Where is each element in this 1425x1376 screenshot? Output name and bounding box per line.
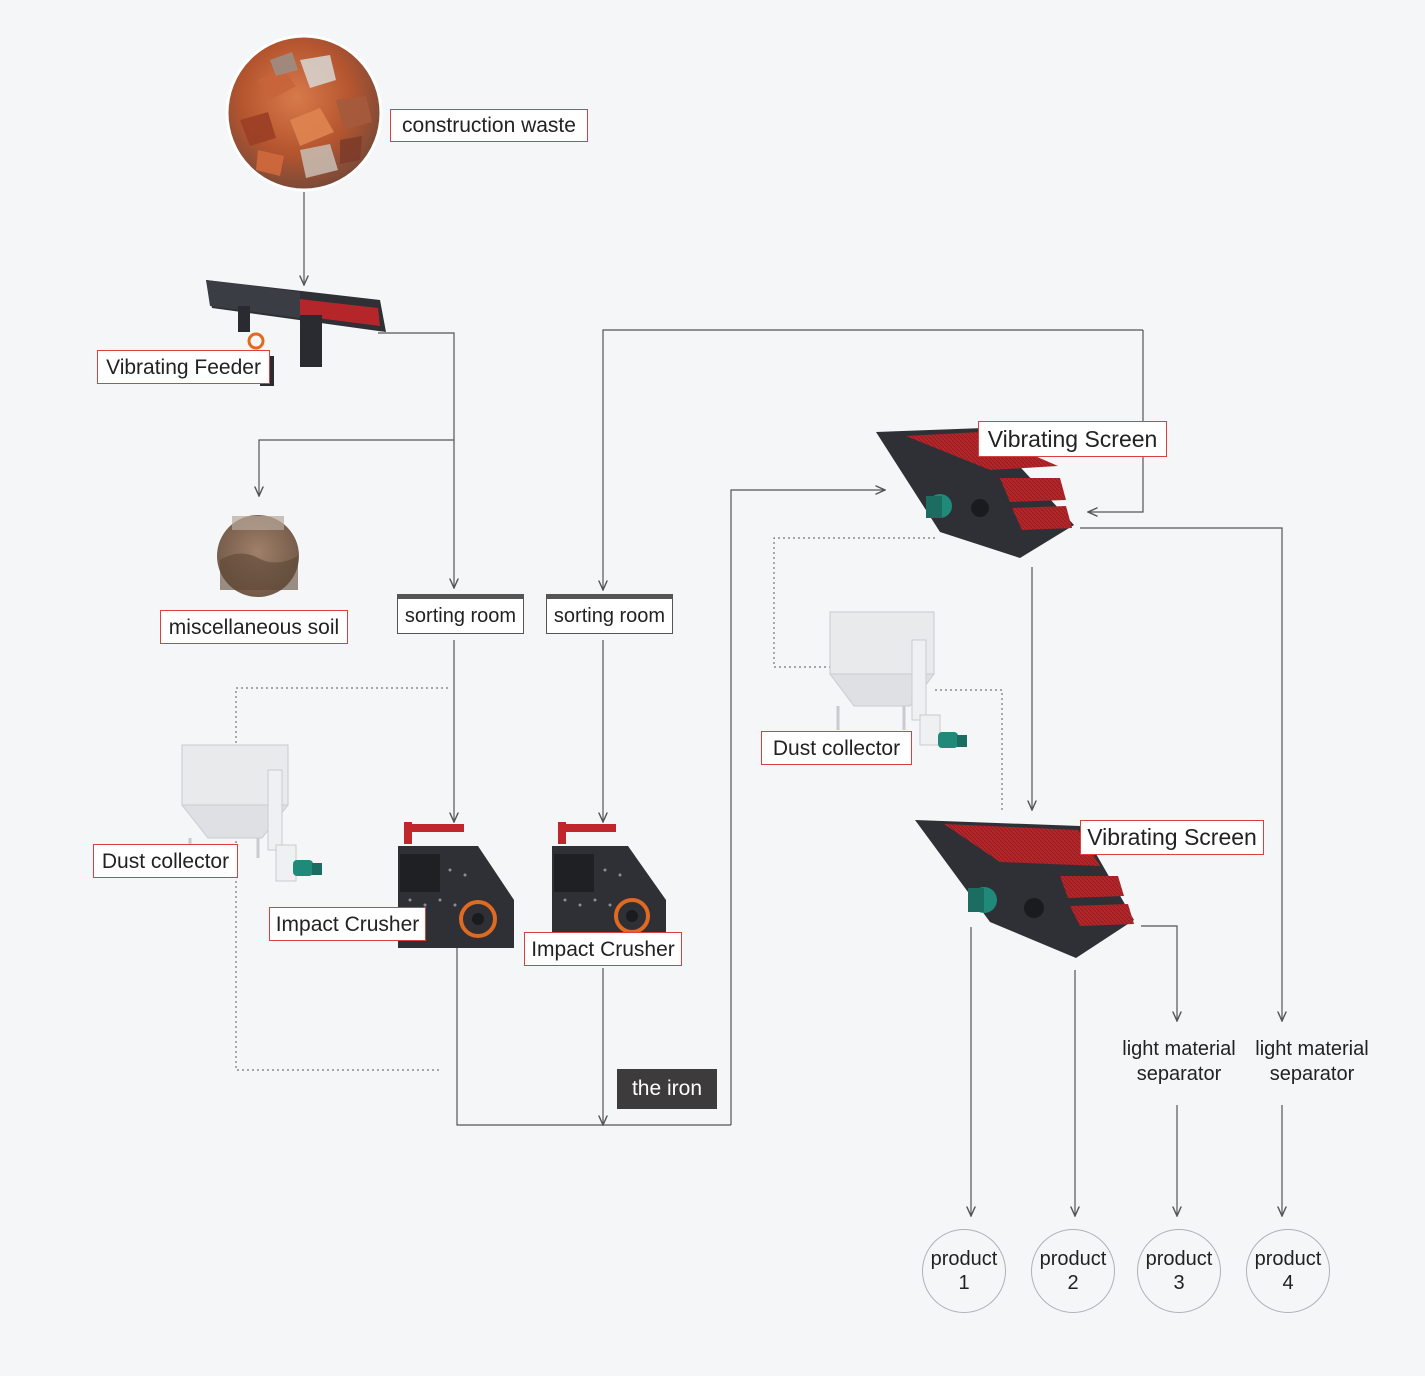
label-miscellaneous-soil: miscellaneous soil bbox=[160, 610, 348, 644]
label-dust-collector-left: Dust collector bbox=[93, 844, 238, 878]
flow-crusher1-collect bbox=[456, 948, 731, 1126]
separator-1-line1: light material bbox=[1122, 1038, 1236, 1060]
sorting-room-1: sorting room bbox=[397, 594, 524, 634]
dust-connectors bbox=[235, 537, 1003, 1071]
vibrating-screen-bottom-illustration bbox=[915, 820, 1134, 958]
flow-to-top-screen bbox=[730, 490, 885, 1125]
product-1-label: product bbox=[930, 1248, 998, 1270]
separator-2-line2: separator bbox=[1269, 1063, 1355, 1085]
impact-crusher-1-illustration bbox=[398, 822, 514, 948]
label-impact-crusher-2: Impact Crusher bbox=[524, 932, 682, 966]
the-iron-box: the iron bbox=[617, 1069, 717, 1109]
label-construction-waste: construction waste bbox=[390, 109, 588, 142]
vibrating-feeder-illustration bbox=[206, 280, 386, 386]
flow-screen-return bbox=[1088, 330, 1144, 512]
miscellaneous-soil-photo bbox=[217, 515, 299, 597]
label-dust-collector-right: Dust collector bbox=[761, 731, 912, 765]
product-4-number: 4 bbox=[1282, 1272, 1294, 1294]
flow-return-to-sorting bbox=[603, 329, 1143, 590]
sorting-room-2: sorting room bbox=[546, 594, 673, 634]
product-2-number: 2 bbox=[1067, 1272, 1079, 1294]
product-3: product 3 bbox=[1137, 1229, 1221, 1313]
light-material-separator-1: light material separator bbox=[1115, 1037, 1243, 1087]
flow-bottom-to-separator1 bbox=[1141, 925, 1177, 1021]
separator-1-line2: separator bbox=[1136, 1063, 1222, 1085]
product-4-label: product bbox=[1254, 1248, 1322, 1270]
label-vibrating-screen-bottom: Vibrating Screen bbox=[1080, 820, 1264, 855]
label-vibrating-feeder: Vibrating Feeder bbox=[97, 350, 270, 384]
flow-top-to-separator2 bbox=[1080, 527, 1282, 1021]
product-2: product 2 bbox=[1031, 1229, 1115, 1313]
product-3-number: 3 bbox=[1173, 1272, 1185, 1294]
product-2-label: product bbox=[1039, 1248, 1107, 1270]
label-vibrating-screen-top: Vibrating Screen bbox=[978, 421, 1167, 457]
light-material-separator-2: light material separator bbox=[1248, 1037, 1376, 1087]
dust-collector-right-illustration bbox=[829, 611, 967, 748]
solid-connectors bbox=[259, 192, 1282, 1216]
product-4: product 4 bbox=[1246, 1229, 1330, 1313]
label-impact-crusher-1: Impact Crusher bbox=[269, 907, 426, 941]
product-1: product 1 bbox=[922, 1229, 1006, 1313]
product-3-label: product bbox=[1145, 1248, 1213, 1270]
impact-crusher-2-illustration bbox=[552, 822, 666, 934]
flow-feeder-to-soil bbox=[259, 439, 454, 496]
flow-feeder-to-sorting bbox=[378, 332, 454, 588]
dust-collector-left-illustration bbox=[180, 744, 322, 882]
product-1-number: 1 bbox=[958, 1272, 970, 1294]
separator-2-line1: light material bbox=[1255, 1038, 1369, 1060]
construction-waste-photo bbox=[225, 34, 383, 192]
